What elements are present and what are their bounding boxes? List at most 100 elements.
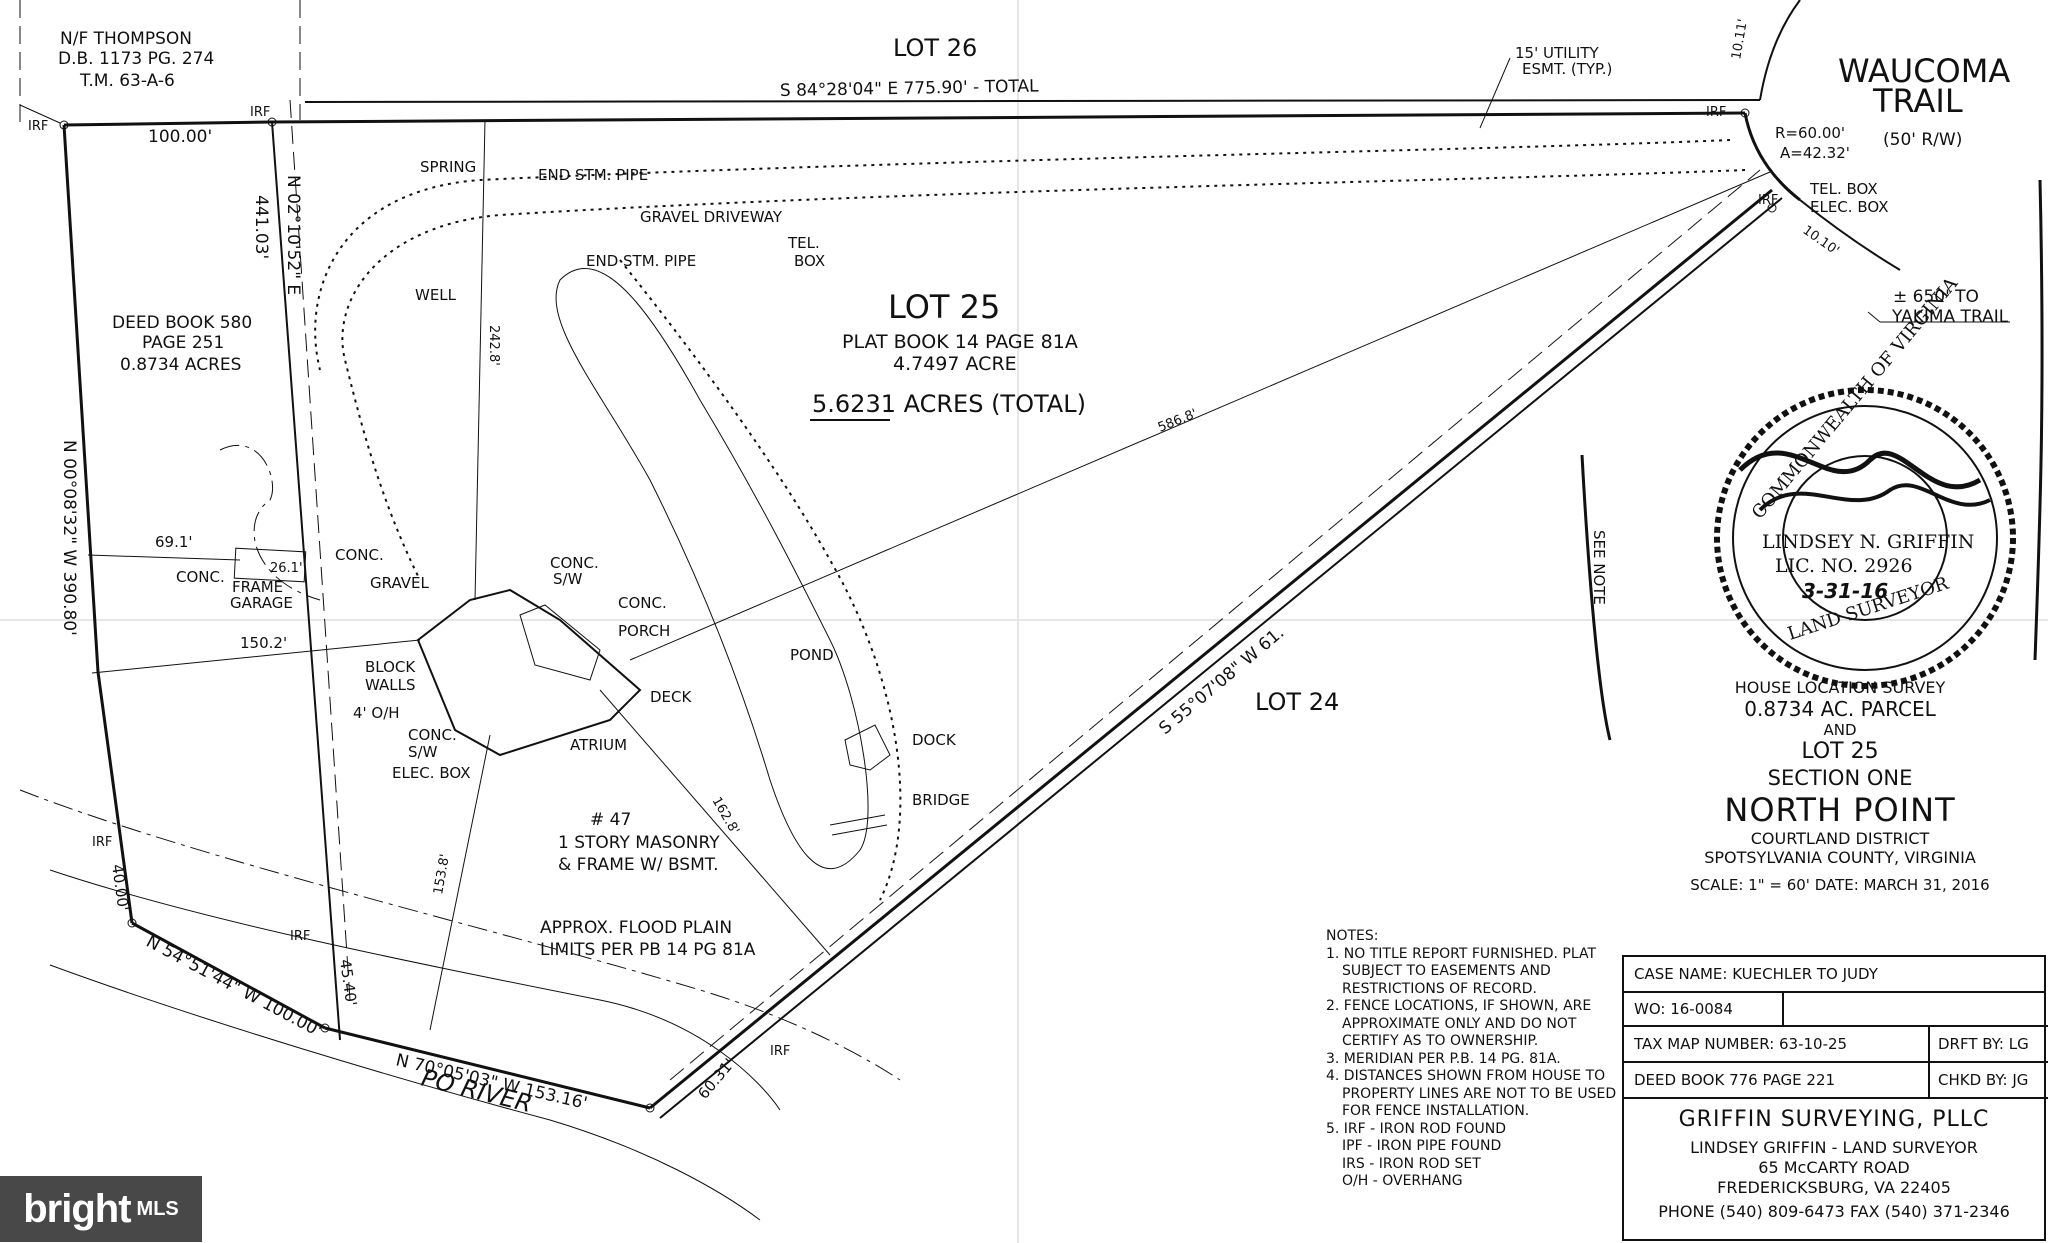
work-order: WO: 16-0084 — [1624, 993, 1784, 1027]
adjoiner-deed: D.B. 1173 PG. 274 — [58, 49, 214, 69]
case-name: CASE NAME: KUECHLER TO JUDY — [1624, 957, 2044, 993]
irf-label: IRF — [250, 105, 270, 120]
river-bank-1 — [49, 869, 781, 1111]
utility-leader — [1479, 57, 1511, 129]
house-desc-2: & FRAME W/ BSMT. — [558, 855, 719, 875]
utility-label-1: 15' UTILITY — [1515, 44, 1599, 62]
sw-bearing-1: N 54°51'44" W 100.00' — [143, 932, 325, 1042]
driveway-edge-1 — [341, 169, 1746, 581]
road-radius: R=60.00' — [1775, 124, 1845, 142]
box-label: BOX — [794, 252, 825, 270]
north-bearing: S 84°28'04" E 775.90' - TOTAL — [780, 76, 1039, 101]
north-west-property-line — [63, 120, 271, 127]
pond-outline — [555, 268, 869, 869]
parcel-page: PAGE 251 — [142, 333, 224, 353]
irf-marker — [1740, 108, 1750, 118]
lot25-label: LOT 25 — [888, 288, 1000, 326]
road-arc: A=42.32' — [1780, 144, 1850, 162]
driveway-edge-2 — [314, 139, 1731, 371]
title-line-1: HOUSE LOCATION SURVEY — [1734, 678, 1946, 697]
tel-box-label: TEL. BOX — [1809, 180, 1878, 198]
dock-shape — [844, 724, 891, 771]
checked-by: CHKD BY: JG — [1930, 1063, 2048, 1099]
dist-26-1: 26.1' — [270, 561, 303, 576]
pond-stream — [619, 259, 902, 901]
sw-line-1 — [131, 921, 326, 1030]
road-name-2: TRAIL — [1872, 82, 1963, 120]
adjoiner-name: N/F THOMPSON — [60, 29, 192, 49]
lot26-label: LOT 26 — [893, 34, 977, 62]
north-property-line — [269, 111, 1746, 124]
river-bank-2 — [49, 964, 761, 1221]
irf-marker — [645, 1103, 655, 1113]
plat-notes: NOTES: 1. NO TITLE REPORT FURNISHED. PLA… — [1326, 928, 1626, 1191]
watermark-brand: bright — [23, 1186, 131, 1231]
divider-dash — [289, 99, 351, 1001]
lot25-acreage: 4.7497 ACRE — [893, 353, 1017, 375]
house-inner — [519, 604, 601, 681]
firm-address-1: 65 McCARTY ROAD — [1758, 1158, 1910, 1177]
dist-60-31: 60.31' — [694, 1055, 738, 1103]
work-order-blank — [1784, 993, 2048, 1027]
tie-150 — [91, 639, 421, 674]
firm-address-2: FREDERICKSBURG, VA 22405 — [1717, 1178, 1951, 1197]
notes-heading: NOTES: — [1326, 928, 1379, 944]
see-note-label: SEE NOTE — [1590, 530, 1608, 605]
road-name-1: WAUCOMA — [1838, 52, 2010, 90]
road-curve — [1743, 112, 1801, 202]
lot26-line — [304, 99, 1761, 103]
see-note-line — [1580, 454, 1612, 741]
seal-date: 3-31-16 — [1802, 579, 1888, 603]
porch-label: PORCH — [618, 622, 670, 640]
note-item: IRS - IRON ROD SET — [1342, 1155, 1481, 1172]
irf-marker — [59, 120, 69, 130]
yakima-arrow-head — [1867, 311, 1881, 323]
irf-label: IRF — [770, 1044, 790, 1059]
divider-line — [271, 121, 341, 1041]
house-footprint — [416, 588, 642, 757]
irf-label: IRF — [1758, 193, 1778, 208]
road-curve-upper — [1759, 0, 1801, 101]
se-line — [649, 188, 1773, 1110]
title-line-5: SECTION ONE — [1767, 765, 1913, 790]
note-item: 2. FENCE LOCATIONS, IF SHOWN, ARE APPROX… — [1326, 998, 1592, 1049]
north-west-distance: 100.00' — [148, 127, 212, 147]
tie-69 — [87, 554, 241, 561]
gravel-label: GRAVEL — [370, 574, 429, 592]
title-line-6: NORTH POINT — [1724, 790, 1956, 829]
divider-distance: 441.03' — [251, 195, 271, 259]
dist-586-8: 586.8' — [1156, 407, 1199, 436]
deed-book: DEED BOOK 776 PAGE 221 — [1624, 1063, 1930, 1099]
block-label: BLOCK — [365, 658, 416, 676]
surveyor-seal — [1714, 387, 2016, 689]
title-line-3: AND — [1823, 721, 1857, 740]
frame-label: FRAME — [232, 578, 283, 596]
parcel-acres: 0.8734 ACRES — [120, 355, 241, 375]
house-desc-1: 1 STORY MASONRY — [558, 833, 720, 853]
flood-line-1 — [19, 789, 901, 1081]
tie-162 — [599, 689, 831, 956]
tax-map: TAX MAP NUMBER: 63-10-25 — [1624, 1027, 1930, 1063]
road-row: (50' R/W) — [1883, 130, 1962, 150]
tie-line — [629, 171, 1771, 661]
yakima-label: YAKIMA TRAIL — [1891, 307, 2009, 327]
title-block: CASE NAME: KUECHLER TO JUDY WO: 16-0084 … — [1622, 955, 2048, 1243]
firm-surveyor: LINDSEY GRIFFIN - LAND SURVEYOR — [1690, 1138, 1978, 1157]
dist-69-1: 69.1' — [155, 533, 193, 551]
dist-45-40: 45.40' — [336, 958, 360, 1007]
firm-info: GRIFFIN SURVEYING, PLLC LINDSEY GRIFFIN … — [1624, 1099, 2044, 1243]
note-item: 5. IRF - IRON ROD FOUND — [1326, 1120, 1507, 1137]
title-line-8: SPOTSYLVANIA COUNTY, VIRGINIA — [1704, 848, 1976, 868]
sw-line-2 — [324, 1026, 651, 1110]
atrium-label: ATRIUM — [570, 736, 627, 754]
flood-label-2: LIMITS PER PB 14 PG 81A — [540, 940, 756, 960]
west-bearing: N 00°08'32" W 390.80' — [59, 440, 79, 636]
drafted-by: DRFT BY: LG — [1930, 1027, 2048, 1063]
conc-porch-label: CONC. — [618, 594, 667, 612]
garage-label: GARAGE — [230, 594, 293, 612]
irf-label: IRF — [290, 929, 310, 944]
bridge-line-2 — [831, 824, 888, 836]
road-curve-lower — [1799, 199, 1901, 271]
firm-name: GRIFFIN SURVEYING, PLLC — [1678, 1107, 1990, 1132]
